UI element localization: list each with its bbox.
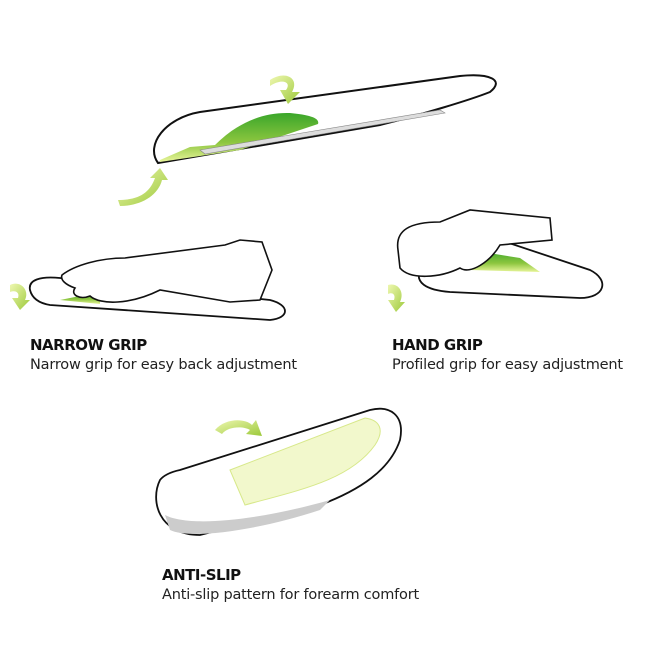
anti-slip-description: Anti-slip pattern for forearm comfort (162, 587, 419, 603)
narrow-grip-title: NARROW GRIP (30, 336, 147, 354)
arrow-icon (10, 283, 30, 310)
hand-grip-title: HAND GRIP (392, 336, 483, 354)
anti-slip-illustration (155, 407, 402, 536)
anti-slip-title: ANTI-SLIP (162, 566, 241, 584)
arrow-icon (388, 284, 405, 312)
arrow-icon (270, 75, 300, 104)
hand-grip-description: Profiled grip for easy adjustment (392, 357, 623, 373)
narrow-grip-illustration (10, 239, 286, 321)
narrow-grip-description: Narrow grip for easy back adjustment (30, 357, 297, 373)
top-insole-illustration (118, 74, 497, 206)
hand-grip-illustration (388, 209, 604, 312)
arrow-icon (215, 420, 262, 436)
arrow-icon (118, 168, 168, 206)
